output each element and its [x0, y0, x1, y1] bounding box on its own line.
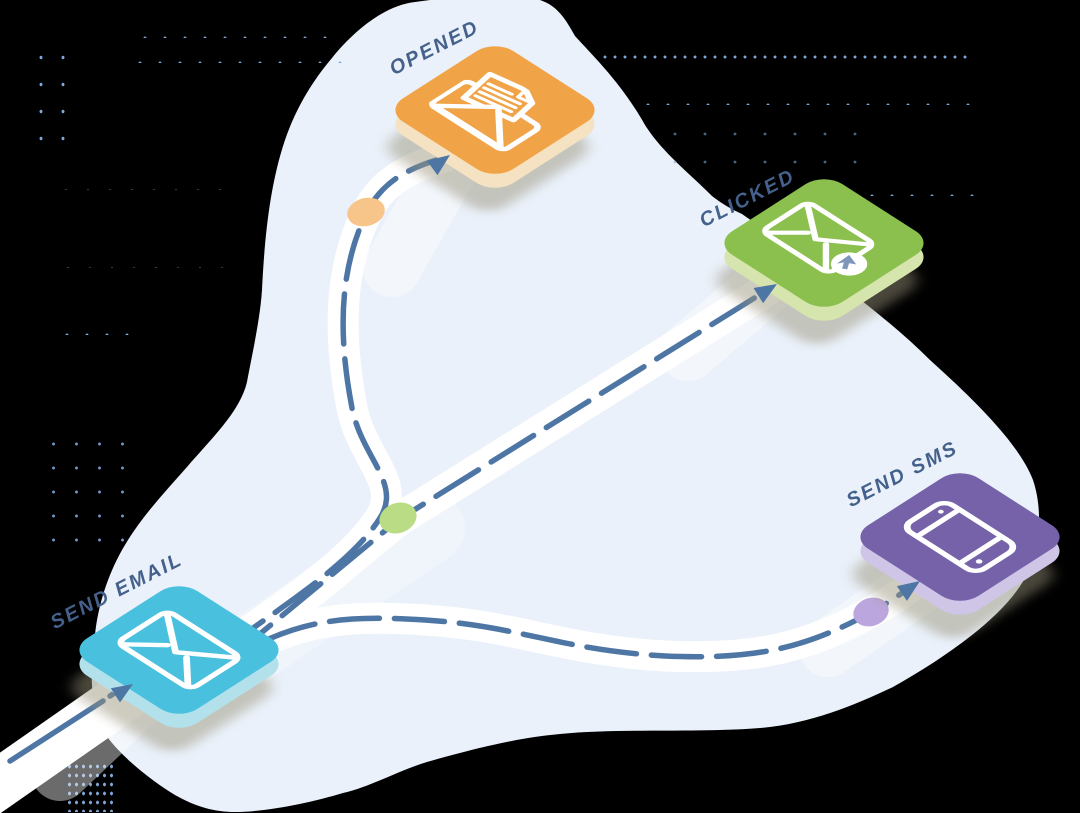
- tile-face: [849, 466, 1071, 608]
- dot-pattern: [42, 432, 124, 544]
- line-to-sms: [207, 583, 915, 673]
- dot-pattern: [57, 258, 237, 268]
- dot-pattern: [30, 44, 76, 144]
- line-to-clicked: [229, 284, 775, 660]
- node-send-email: [61, 572, 290, 758]
- node-clicked: [706, 165, 935, 351]
- tile-face: [68, 579, 290, 721]
- envelope-cursor-icon: [762, 201, 875, 276]
- dot-pattern: [638, 95, 970, 105]
- dot-pattern: [660, 120, 860, 170]
- node-opened: [377, 32, 606, 218]
- dot-pattern: [130, 53, 345, 63]
- road-to-sms: [194, 568, 931, 686]
- dot-pattern: [195, 766, 665, 776]
- dot-pattern: [135, 28, 340, 38]
- open-envelope-icon: [429, 71, 541, 152]
- line-entry: [7, 698, 106, 764]
- dot-pattern: [862, 186, 974, 196]
- tile-face: [384, 39, 606, 181]
- glow-band: [215, 493, 465, 685]
- node-send-sms: [842, 459, 1071, 645]
- waypoint-dot-clicked: [379, 502, 417, 534]
- dot-pattern: [600, 52, 970, 62]
- dot-pattern: [66, 762, 114, 812]
- dot-pattern: [57, 325, 142, 335]
- tile-face: [713, 172, 935, 314]
- road-to-clicked: [215, 269, 790, 674]
- envelope-icon: [117, 610, 241, 690]
- dot-pattern: [55, 180, 240, 190]
- smartphone-icon: [903, 501, 1017, 573]
- waypoint-dot-opened: [347, 197, 385, 227]
